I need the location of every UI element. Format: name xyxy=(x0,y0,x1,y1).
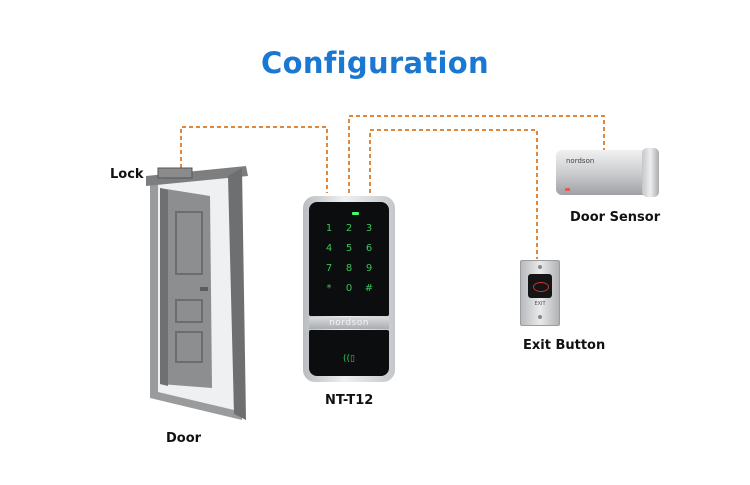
exit-button-face xyxy=(528,274,552,298)
key-8[interactable]: 8 xyxy=(345,263,353,274)
rfid-icon: ((▯ xyxy=(343,354,355,364)
wire-exit xyxy=(369,129,538,259)
keypad-grid: 1 2 3 4 5 6 7 8 9 * 0 # xyxy=(319,222,379,295)
sensor-led xyxy=(565,188,570,191)
keypad-panel: 1 2 3 4 5 6 7 8 9 * 0 # xyxy=(309,202,389,316)
wire-lock xyxy=(180,126,328,193)
keypad-device: 1 2 3 4 5 6 7 8 9 * 0 # nordson ((▯ xyxy=(303,196,395,382)
label-exit-button: Exit Button xyxy=(523,338,606,353)
key-4[interactable]: 4 xyxy=(325,243,333,254)
screw-icon xyxy=(538,265,542,269)
door-illustration xyxy=(146,166,248,420)
label-door-sensor: Door Sensor xyxy=(570,210,661,225)
door-sensor-device xyxy=(556,150,652,195)
exit-face-text: EXIT xyxy=(534,301,546,307)
wire-sensor xyxy=(348,115,605,193)
keypad-brand: nordson xyxy=(329,318,369,328)
key-3[interactable]: 3 xyxy=(365,223,373,234)
key-star[interactable]: * xyxy=(326,283,332,294)
key-2[interactable]: 2 xyxy=(345,223,353,234)
label-lock: Lock xyxy=(110,167,144,182)
exit-button-device: EXIT xyxy=(520,260,560,326)
key-7[interactable]: 7 xyxy=(325,263,333,274)
label-door: Door xyxy=(166,431,202,446)
screw-icon xyxy=(538,315,542,319)
page-title: Configuration xyxy=(261,46,489,80)
key-6[interactable]: 6 xyxy=(365,243,373,254)
key-9[interactable]: 9 xyxy=(365,263,373,274)
key-hash[interactable]: # xyxy=(364,283,374,294)
door-sensor-cap xyxy=(642,148,659,197)
status-led xyxy=(352,212,359,215)
label-device: NT-T12 xyxy=(325,393,374,408)
lock-device xyxy=(157,167,193,179)
brand-strip xyxy=(309,317,389,329)
key-0[interactable]: 0 xyxy=(345,283,353,294)
sensor-brand: nordson xyxy=(566,157,595,165)
key-1[interactable]: 1 xyxy=(325,223,333,234)
rfid-area xyxy=(309,330,389,376)
exit-ring-icon xyxy=(533,282,549,292)
key-5[interactable]: 5 xyxy=(345,243,353,254)
